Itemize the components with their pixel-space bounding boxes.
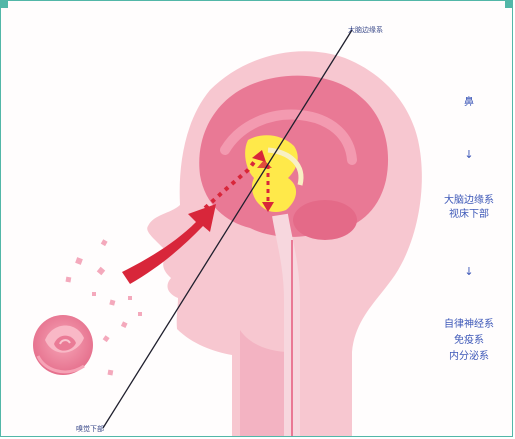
flow-mid-line2: 视床下部: [424, 208, 514, 221]
bottom-callout-label: 嗅觉下部: [76, 424, 104, 434]
flow-arrow-down-icon: ↓: [459, 265, 479, 278]
cerebellum: [293, 200, 357, 240]
flow-end-line2: 免疫系: [424, 334, 514, 347]
flow-arrow-down-icon: ↓: [459, 148, 479, 161]
top-callout-label: 大脑边缘系: [348, 25, 383, 35]
flow-mid-line1: 大脑边缘系: [424, 194, 514, 207]
rose-icon: [33, 315, 93, 375]
flow-end-line3: 内分泌系: [424, 350, 514, 363]
flow-start-label: 鼻: [459, 96, 479, 109]
flow-end-line1: 自律神经系: [424, 318, 514, 331]
